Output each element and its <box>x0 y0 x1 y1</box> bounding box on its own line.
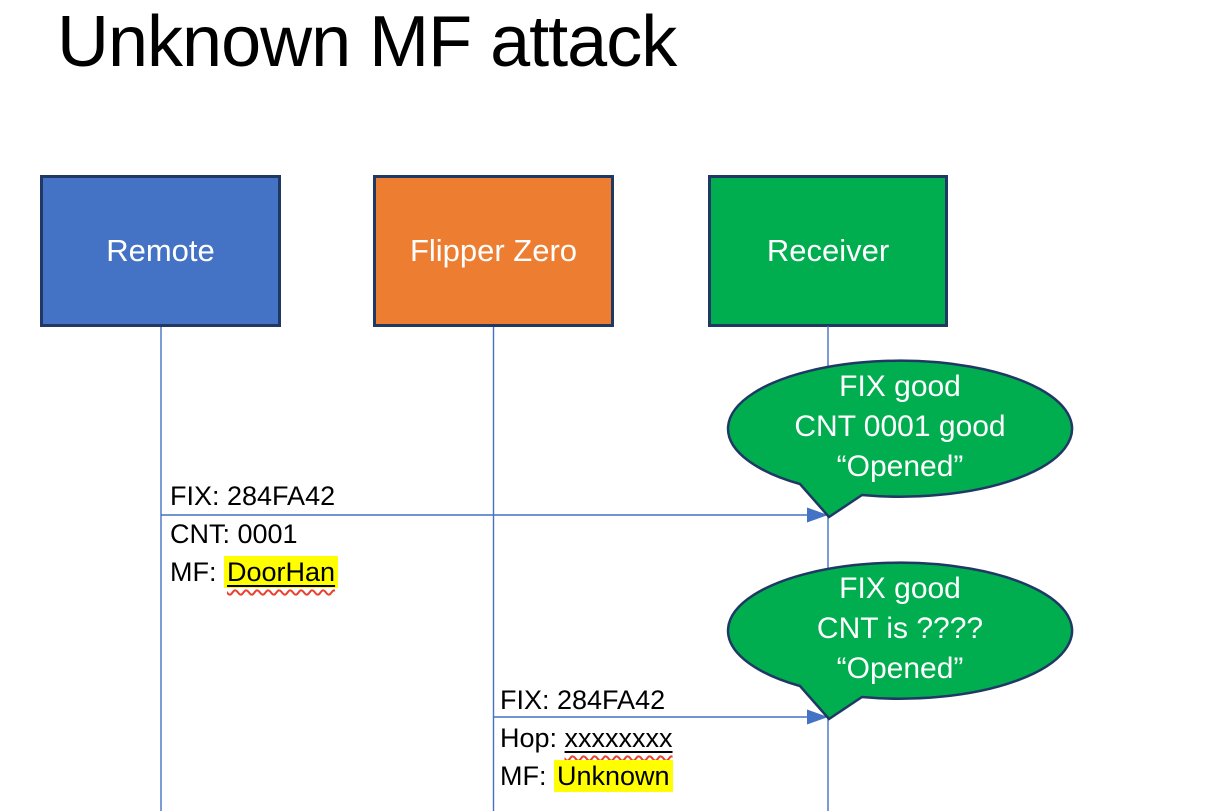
callout-1-line-2: CNT 0001 good <box>794 410 1006 443</box>
actor-box-flipper-zero: Flipper Zero <box>373 175 614 327</box>
message-2-labels: FIX: 284FA42 Hop: xxxxxxxx MF: Unknown <box>500 681 673 795</box>
callout-2-text: FIX good CNT is ???? “Opened” <box>728 569 1072 689</box>
message-2-hop: Hop: xxxxxxxx <box>500 719 673 757</box>
callout-2-line-1: FIX good <box>839 572 961 605</box>
message-1-labels: FIX: 284FA42 CNT: 0001 MF: DoorHan <box>170 477 339 591</box>
message-1-mf: MF: DoorHan <box>170 553 339 591</box>
callout-2-line-2: CNT is ???? <box>816 612 984 645</box>
callout-1-text: FIX good CNT 0001 good “Opened” <box>728 367 1072 487</box>
slide-title: Unknown MF attack <box>57 2 677 82</box>
callout-2-line-3: “Opened” <box>836 652 964 685</box>
message-2-mf: MF: Unknown <box>500 757 673 795</box>
message-2-mf-value-highlighted: Unknown <box>554 760 673 792</box>
actor-label-receiver: Receiver <box>766 233 890 268</box>
message-1-fix: FIX: 284FA42 <box>170 481 336 511</box>
callout-1-line-3: “Opened” <box>836 450 964 483</box>
message-arrow-1-head <box>807 507 828 523</box>
message-arrow-2-head <box>807 709 828 725</box>
callout-1-line-1: FIX good <box>839 370 961 403</box>
actor-label-remote: Remote <box>106 233 215 268</box>
actor-label-flipper-zero: Flipper Zero <box>409 233 578 268</box>
callout-bubble-2 <box>726 561 1074 721</box>
message-2-fix: FIX: 284FA42 <box>500 685 666 715</box>
message-1-mf-value-highlighted: DoorHan <box>224 556 339 588</box>
actor-box-receiver: Receiver <box>708 175 948 327</box>
message-2-hop-prefix: Hop: <box>500 723 565 753</box>
message-2-hop-value: xxxxxxxx <box>564 723 673 753</box>
message-2-mf-prefix: MF: <box>500 761 554 791</box>
callout-bubble-1 <box>726 359 1074 519</box>
message-1-cnt: CNT: 0001 <box>170 519 298 549</box>
spellcheck-underline: xxxxxxxx <box>565 723 673 753</box>
spellcheck-underline: DoorHan <box>224 556 339 588</box>
actor-box-remote: Remote <box>40 175 281 327</box>
message-1-mf-prefix: MF: <box>170 557 224 587</box>
